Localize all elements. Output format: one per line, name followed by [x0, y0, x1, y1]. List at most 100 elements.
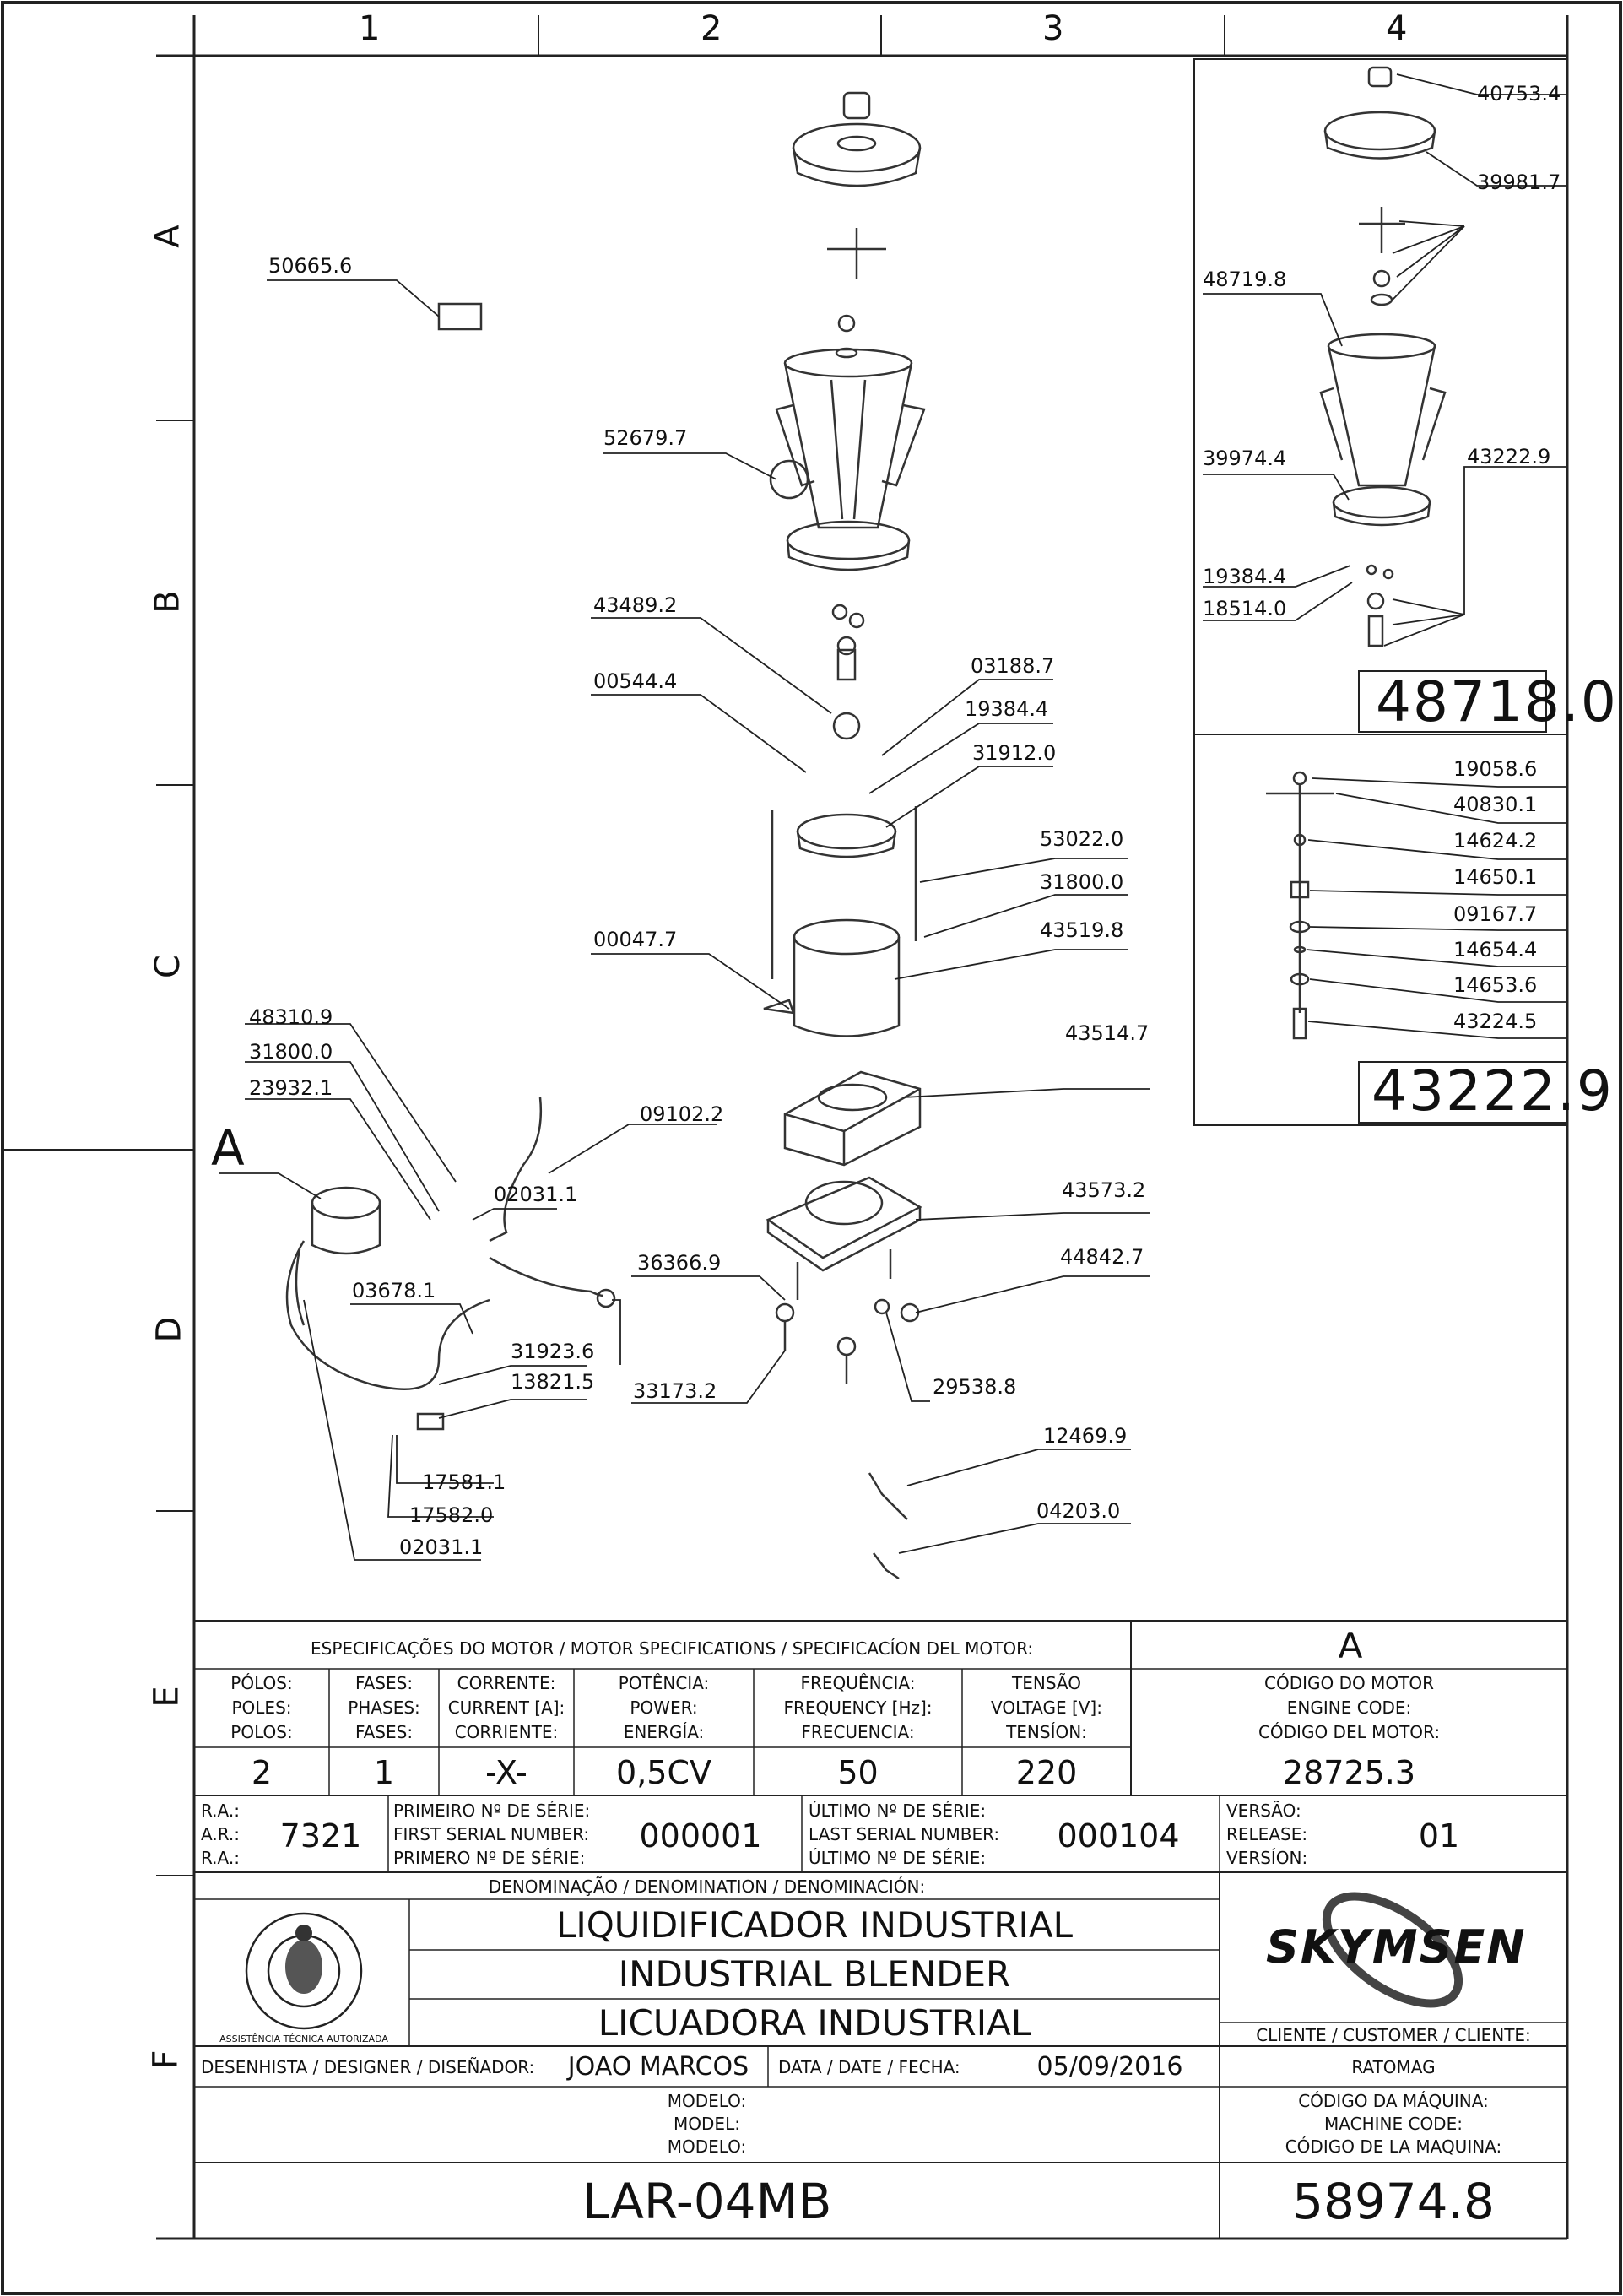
- grid-col-2: 2: [701, 9, 722, 48]
- ra-label-es: R.A.:: [201, 1848, 240, 1868]
- part-callout: 19384.4: [1203, 565, 1287, 588]
- part-callout: 03188.7: [971, 654, 1055, 678]
- part-callout: 44842.7: [1060, 1245, 1144, 1269]
- spec-value-poles: 2: [251, 1754, 273, 1791]
- spec-header: TENSÃO: [1012, 1673, 1081, 1693]
- first-serial-label: PRIMEIRO Nº DE SÉRIE:: [393, 1801, 591, 1821]
- part-callout: 04203.0: [1036, 1499, 1121, 1523]
- part-callout: 48719.8: [1203, 268, 1287, 291]
- part-callout: 19058.6: [1453, 757, 1538, 781]
- part-callout: 43514.7: [1065, 1021, 1150, 1045]
- part-callout: 14654.4: [1453, 938, 1538, 961]
- spec-value-current: -X-: [485, 1754, 527, 1791]
- model-label: MODELO:: [667, 2136, 747, 2157]
- spec-header: ENERGÍA:: [623, 1722, 705, 1742]
- model-label: MODEL:: [674, 2114, 740, 2134]
- part-callout: 14624.2: [1453, 829, 1538, 853]
- part-callout: 19384.4: [965, 697, 1049, 721]
- part-callout: 53022.0: [1040, 827, 1124, 851]
- blade-assembly-code: 43222.9: [1371, 1059, 1614, 1124]
- machine-code-label: CÓDIGO DA MÁQUINA:: [1298, 2091, 1489, 2111]
- ar-label: A.R.:: [201, 1824, 240, 1844]
- part-callout: 09167.7: [1453, 902, 1538, 926]
- spec-header: CÓDIGO DO MOTOR: [1264, 1673, 1434, 1693]
- grid-row-a: A: [148, 225, 187, 248]
- spec-header: FASES:: [354, 1722, 414, 1742]
- part-callout: 31800.0: [249, 1040, 333, 1064]
- part-callout: 14653.6: [1453, 973, 1538, 997]
- spec-header: CURRENT [A]:: [447, 1698, 565, 1718]
- part-callout: 43222.9: [1467, 445, 1551, 468]
- spec-header: CÓDIGO DEL MOTOR:: [1258, 1722, 1441, 1742]
- spec-value-voltage: 220: [1015, 1754, 1078, 1791]
- grid-row-c: C: [148, 955, 187, 978]
- part-callout: 40830.1: [1453, 793, 1538, 816]
- spec-value-phases: 1: [373, 1754, 395, 1791]
- version-label: VERSÃO:: [1226, 1801, 1301, 1821]
- part-callout: 31800.0: [1040, 870, 1124, 894]
- denomination-pt: LIQUIDIFICADOR INDUSTRIAL: [555, 1904, 1074, 1946]
- spec-value-power: 0,5CV: [616, 1754, 711, 1791]
- last-serial-label: LAST SERIAL NUMBER:: [809, 1824, 1000, 1844]
- designer-label: DESENHISTA / DESIGNER / DISEÑADOR:: [201, 2057, 535, 2077]
- spec-header: PHASES:: [348, 1698, 420, 1718]
- model-value: LAR-04MB: [582, 2173, 832, 2230]
- part-callout: 00047.7: [593, 928, 678, 951]
- part-callout: 39981.7: [1477, 171, 1561, 194]
- grid-row-f: F: [146, 2050, 186, 2070]
- denomination-header: DENOMINAÇÃO / DENOMINATION / DENOMINACIÓ…: [488, 1876, 926, 1897]
- spec-header: POLES:: [231, 1698, 292, 1718]
- part-callout: 00544.4: [593, 669, 678, 693]
- part-callout: 17581.1: [422, 1470, 506, 1494]
- part-callout: 23932.1: [249, 1076, 333, 1100]
- part-callout: 18514.0: [1203, 597, 1287, 620]
- first-serial-value: 000001: [639, 1817, 762, 1855]
- first-serial-label: FIRST SERIAL NUMBER:: [393, 1824, 590, 1844]
- spec-header: CORRENTE:: [457, 1673, 556, 1693]
- part-callout: 43489.2: [593, 593, 678, 617]
- detail-a-marker: A: [211, 1119, 245, 1177]
- cup-assembly-code: 48718.0: [1376, 669, 1618, 734]
- model-label: MODELO:: [667, 2091, 747, 2111]
- part-callout: 36366.9: [637, 1251, 722, 1275]
- part-callout: 50665.6: [268, 254, 353, 278]
- part-callout: 14650.1: [1453, 865, 1538, 889]
- date-label: DATA / DATE / FECHA:: [778, 2057, 960, 2077]
- part-callout: 52679.7: [603, 426, 688, 450]
- grid-row-b: B: [148, 590, 187, 614]
- part-callout: 29538.8: [933, 1375, 1017, 1399]
- spec-header: FREQUENCY [Hz]:: [783, 1698, 933, 1718]
- part-callout: 13821.5: [511, 1370, 595, 1394]
- spec-value-engine-code: 28725.3: [1282, 1754, 1416, 1791]
- part-callout: 48310.9: [249, 1005, 333, 1029]
- grid-row-d: D: [149, 1316, 189, 1343]
- version-label: VERSÍON:: [1226, 1848, 1308, 1868]
- part-callout: 02031.1: [399, 1535, 484, 1559]
- part-callout: 39974.4: [1203, 447, 1287, 470]
- part-callout: 43573.2: [1062, 1178, 1146, 1202]
- spec-header: FREQUÊNCIA:: [800, 1673, 916, 1693]
- spec-header: TENSÍON:: [1006, 1722, 1087, 1742]
- skymsen-logo: SKYMSEN: [1266, 1920, 1527, 1974]
- date-value: 05/09/2016: [1036, 2052, 1183, 2082]
- version-value: 01: [1418, 1817, 1460, 1855]
- spec-header: POTÊNCIA:: [618, 1673, 710, 1693]
- spec-header: FASES:: [354, 1673, 414, 1693]
- part-callout: 03678.1: [352, 1279, 436, 1302]
- motor-spec-title: ESPECIFICAÇÕES DO MOTOR / MOTOR SPECIFIC…: [311, 1638, 1034, 1659]
- machine-code-label: CÓDIGO DE LA MAQUINA:: [1285, 2136, 1502, 2157]
- part-callout: 17582.0: [409, 1503, 494, 1527]
- spec-header: POWER:: [630, 1698, 698, 1718]
- customer-label: CLIENTE / CUSTOMER / CLIENTE:: [1256, 2025, 1531, 2045]
- spec-header: CORRIENTE:: [454, 1722, 559, 1742]
- grid-row-e: E: [147, 1686, 187, 1708]
- spec-header: POLOS:: [230, 1722, 293, 1742]
- denomination-es: LICUADORA INDUSTRIAL: [598, 2002, 1031, 2044]
- grid-col-3: 3: [1042, 9, 1064, 48]
- part-callout: 33173.2: [633, 1379, 717, 1403]
- last-serial-label: ÚLTIMO Nº DE SÉRIE:: [809, 1801, 987, 1821]
- seal-text: ASSISTÊNCIA TÉCNICA AUTORIZADA: [219, 2033, 388, 2044]
- part-callout: 43224.5: [1453, 1010, 1538, 1033]
